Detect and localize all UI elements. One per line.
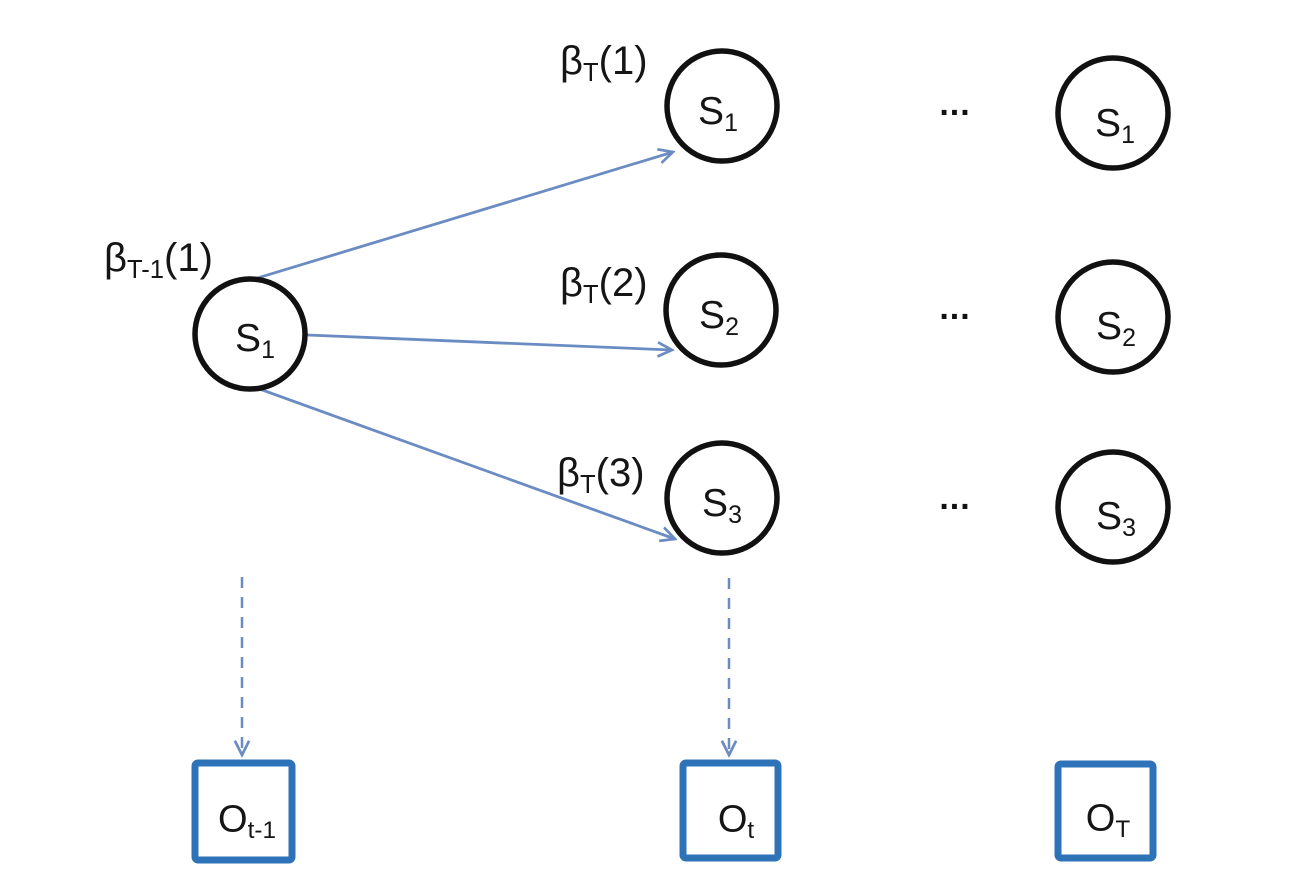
state-circle-mid-s3	[664, 440, 780, 556]
beta-symbol: β	[560, 261, 584, 305]
transition-arrow-to-s3	[253, 385, 675, 539]
state-circle-mid-s1	[664, 48, 780, 164]
beta-argument: (3)	[595, 451, 645, 495]
state-circle-left-s1	[192, 276, 308, 392]
observation-box-o-t	[679, 759, 782, 862]
label-state-right-s2: S2	[1096, 305, 1136, 353]
label-state-mid-s2: S2	[699, 294, 739, 342]
label-observation-o-t: Ot	[717, 798, 755, 845]
label-state-mid-s1: S1	[698, 90, 738, 138]
ellipsis-row-3: ...	[939, 479, 971, 517]
label-beta-T-of-3: βT(3)	[557, 452, 645, 499]
beta-argument: (1)	[164, 236, 213, 280]
beta-subscript: T	[583, 59, 599, 88]
beta-subscript: T	[583, 281, 599, 310]
beta-symbol: β	[560, 39, 584, 83]
observation-box-o-t-minus-1	[191, 759, 296, 864]
beta-symbol: β	[104, 236, 128, 280]
ellipsis-row-2: ...	[939, 289, 971, 327]
observation-box-o-T	[1054, 760, 1157, 862]
transition-arrow-to-s1	[250, 152, 673, 282]
beta-subscript: T	[580, 471, 596, 500]
label-beta-T-of-1: βT(1)	[560, 40, 648, 87]
state-circle-right-s3	[1055, 449, 1171, 565]
label-beta-T-of-2: βT(2)	[560, 262, 648, 309]
state-circle-right-s2	[1055, 259, 1171, 375]
transition-arrow-to-s2	[306, 333, 672, 350]
label-observation-o-T: OT	[1085, 797, 1131, 844]
label-beta-T-minus-1-of-1: βT-1(1)	[104, 237, 213, 284]
beta-symbol: β	[557, 451, 581, 495]
label-state-left-s1: S1	[235, 317, 275, 365]
beta-argument: (1)	[598, 39, 648, 83]
state-circle-mid-s2	[663, 252, 779, 368]
label-state-right-s1: S1	[1095, 102, 1135, 150]
beta-argument: (2)	[598, 261, 648, 305]
state-circle-right-s1	[1055, 55, 1171, 171]
label-state-right-s3: S3	[1096, 495, 1136, 543]
beta-subscript: T-1	[127, 256, 164, 285]
label-state-mid-s3: S3	[702, 482, 742, 530]
ellipsis-row-1: ...	[939, 85, 971, 123]
label-observation-o-t-minus-1: Ot-1	[218, 798, 276, 845]
